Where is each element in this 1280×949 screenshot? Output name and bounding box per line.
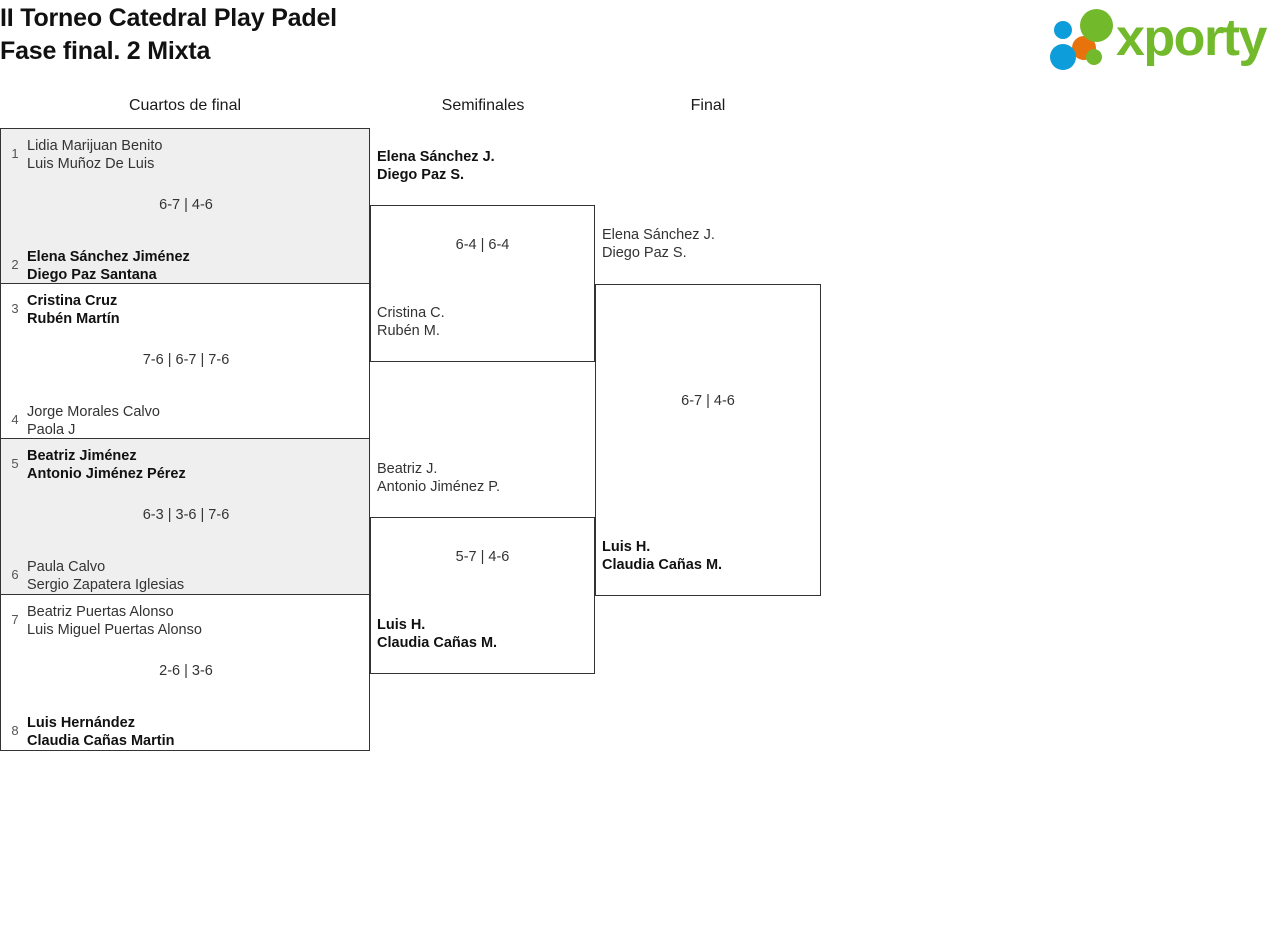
- semifinal-2-team-top[interactable]: Beatriz J. Antonio Jiménez P.: [377, 460, 592, 496]
- quarterfinal-match-4[interactable]: 7 Beatriz Puertas Alonso Luis Miguel Pue…: [0, 594, 370, 751]
- team-entry: Jorge Morales Calvo Paola J: [27, 403, 357, 439]
- logo-dots-icon: [1050, 8, 1134, 70]
- player-name: Elena Sánchez J.: [602, 227, 715, 243]
- player-name: Luis Muñoz De Luis: [27, 156, 155, 172]
- player-name: Antonio Jiménez P.: [377, 479, 501, 495]
- seed-number: 1: [11, 146, 19, 161]
- match-score: 5-7 | 4-6: [455, 549, 510, 565]
- player-name: Rubén Martín: [27, 311, 120, 327]
- final-team-bottom[interactable]: Luis H. Claudia Cañas M.: [602, 538, 817, 574]
- player-name: Antonio Jiménez Pérez: [27, 466, 186, 482]
- player-name: Cristina C.: [377, 305, 445, 321]
- match-score: 6-4 | 6-4: [455, 237, 510, 253]
- quarterfinal-match-2[interactable]: 3 Cristina Cruz Rubén Martín 7-6 | 6-7 |…: [0, 283, 370, 439]
- match-score: 2-6 | 3-6: [159, 663, 213, 679]
- logo-dot-green-small: [1086, 49, 1102, 65]
- seed-number: 3: [11, 301, 19, 316]
- player-name: Luis Miguel Puertas Alonso: [27, 622, 202, 638]
- xporty-logo[interactable]: xporty: [1050, 6, 1280, 70]
- player-name: Diego Paz S.: [377, 167, 465, 183]
- logo-dot-green-large: [1080, 9, 1113, 42]
- tournament-phase-line-2: Fase final. 2 Mixta: [0, 37, 211, 65]
- quarterfinal-match-3[interactable]: 5 Beatriz Jiménez Antonio Jiménez Pérez …: [0, 438, 370, 595]
- player-name: Paula Calvo: [27, 559, 106, 575]
- seed-number: 7: [11, 612, 19, 627]
- round-header-quarterfinals: Cuartos de final: [128, 97, 242, 114]
- semifinal-match-2[interactable]: 5-7 | 4-6: [370, 517, 595, 674]
- player-name: Sergio Zapatera Iglesias: [27, 577, 185, 593]
- player-name: Luis Hernández: [27, 715, 135, 731]
- player-name: Cristina Cruz: [27, 293, 118, 309]
- player-name: Diego Paz Santana: [27, 267, 157, 283]
- team-entry: Elena Sánchez Jiménez Diego Paz Santana: [27, 248, 357, 284]
- semifinal-match-1[interactable]: 6-4 | 6-4: [370, 205, 595, 362]
- player-name: Paola J: [27, 422, 76, 438]
- team-entry: Beatriz Puertas Alonso Luis Miguel Puert…: [27, 603, 357, 639]
- player-name: Claudia Cañas Martin: [27, 733, 175, 749]
- player-name: Lidia Marijuan Benito: [27, 138, 163, 154]
- logo-dot-blue-large: [1050, 44, 1076, 70]
- match-score: 6-3 | 3-6 | 7-6: [142, 507, 230, 523]
- match-score: 7-6 | 6-7 | 7-6: [142, 352, 230, 368]
- quarterfinal-match-1[interactable]: 1 Lidia Marijuan Benito Luis Muñoz De Lu…: [0, 128, 370, 284]
- seed-number: 4: [11, 412, 19, 427]
- seed-number: 8: [11, 723, 19, 738]
- round-header-semifinals: Semifinales: [441, 97, 525, 114]
- player-name: Luis H.: [377, 617, 426, 633]
- seed-number: 2: [11, 257, 19, 272]
- player-name: Jorge Morales Calvo: [27, 404, 160, 420]
- team-entry: Luis Hernández Claudia Cañas Martin: [27, 714, 357, 750]
- team-entry: Paula Calvo Sergio Zapatera Iglesias: [27, 558, 357, 594]
- tournament-title-block: II Torneo Catedral Play Padel Fase final…: [0, 2, 700, 68]
- team-entry: Lidia Marijuan Benito Luis Muñoz De Luis: [27, 137, 357, 173]
- final-team-top[interactable]: Elena Sánchez J. Diego Paz S.: [602, 226, 817, 262]
- player-name: Claudia Cañas M.: [602, 557, 723, 573]
- player-name: Elena Sánchez Jiménez: [27, 249, 190, 265]
- player-name: Elena Sánchez J.: [377, 149, 495, 165]
- seed-number: 5: [11, 456, 19, 471]
- player-name: Beatriz Puertas Alonso: [27, 604, 174, 620]
- page-header: II Torneo Catedral Play Padel Fase final…: [0, 0, 1280, 80]
- semifinal-2-team-bottom[interactable]: Luis H. Claudia Cañas M.: [377, 616, 592, 652]
- logo-dot-blue-small: [1054, 21, 1072, 39]
- player-name: Beatriz J.: [377, 461, 438, 477]
- tournament-title-line-1: II Torneo Catedral Play Padel: [0, 4, 337, 32]
- player-name: Rubén M.: [377, 323, 440, 339]
- player-name: Beatriz Jiménez: [27, 448, 137, 464]
- logo-wordmark: xporty: [1116, 9, 1267, 67]
- seed-number: 6: [11, 567, 19, 582]
- player-name: Diego Paz S.: [602, 245, 687, 261]
- player-name: Claudia Cañas M.: [377, 635, 498, 651]
- semifinal-1-team-top[interactable]: Elena Sánchez J. Diego Paz S.: [377, 148, 592, 184]
- match-score: 6-7 | 4-6: [681, 393, 735, 409]
- match-score: 6-7 | 4-6: [159, 197, 213, 213]
- team-entry: Cristina Cruz Rubén Martín: [27, 292, 357, 328]
- round-header-final: Final: [690, 97, 726, 114]
- final-match[interactable]: 6-7 | 4-6: [595, 284, 821, 596]
- semifinal-1-team-bottom[interactable]: Cristina C. Rubén M.: [377, 304, 592, 340]
- player-name: Luis H.: [602, 539, 651, 555]
- team-entry: Beatriz Jiménez Antonio Jiménez Pérez: [27, 447, 357, 483]
